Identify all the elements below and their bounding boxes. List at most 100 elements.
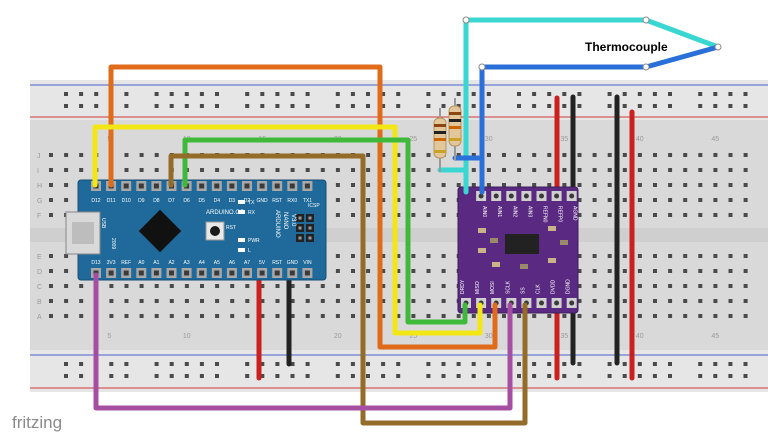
- rail-hole: [350, 362, 355, 366]
- pin-label: 3V3: [107, 260, 116, 266]
- pin-label: AGND: [572, 206, 578, 221]
- breadboard-hole: [683, 284, 688, 288]
- breadboard-hole: [396, 213, 401, 217]
- breadboard-hole: [184, 299, 189, 303]
- rail-hole: [441, 362, 446, 366]
- pin-hole: [123, 183, 129, 189]
- breadboard-hole: [230, 168, 235, 172]
- rail-hole: [547, 104, 552, 108]
- rail-hole: [199, 374, 204, 378]
- icsp-pin-core: [298, 236, 302, 240]
- breadboard-hole: [502, 168, 506, 172]
- breadboard-hole: [320, 314, 325, 318]
- breadboard-hole: [441, 198, 446, 202]
- breadboard-hole: [305, 299, 310, 303]
- icsp-pin-core: [298, 226, 302, 230]
- pin-hole: [478, 193, 484, 199]
- rail-hole: [668, 92, 672, 96]
- breadboard-hole: [517, 183, 522, 187]
- breadboard-hole: [245, 168, 250, 172]
- pin-label: A6: [229, 260, 235, 266]
- breadboard-hole: [49, 153, 53, 157]
- rail-hole: [64, 92, 68, 96]
- breadboard-hole: [351, 314, 355, 318]
- rail-hole: [305, 92, 310, 96]
- breadboard-hole: [64, 269, 69, 273]
- rail-hole: [335, 104, 340, 108]
- rail-hole: [290, 104, 295, 108]
- rail-hole: [622, 362, 627, 366]
- breadboard-hole: [607, 269, 612, 273]
- breadboard-hole: [713, 254, 718, 258]
- rail-hole: [652, 374, 657, 378]
- breadboard-hole: [683, 254, 688, 258]
- breadboard-hole: [441, 213, 446, 217]
- pin-label: DRDY: [460, 279, 466, 294]
- wire-purple-d13: [93, 272, 513, 411]
- breadboard-hole: [683, 213, 688, 217]
- breadboard-hole: [698, 183, 703, 187]
- breadboard-hole: [607, 168, 612, 172]
- breadboard-hole: [713, 269, 718, 273]
- rail-hole: [713, 374, 718, 378]
- breadboard-hole: [486, 168, 491, 172]
- icsp-pin-core: [298, 216, 302, 220]
- breadboard-hole: [290, 299, 295, 303]
- row-letter: G: [37, 198, 42, 205]
- rail-hole: [350, 104, 355, 108]
- row-letter: B: [37, 299, 42, 306]
- breadboard-hole: [653, 198, 657, 202]
- breadboard-hole: [743, 198, 748, 202]
- pin-label: AIN1: [496, 206, 502, 217]
- rail-hole: [426, 374, 431, 378]
- pin-label: D4: [214, 198, 221, 204]
- breadboard-hole: [79, 299, 84, 303]
- breadboard-hole: [562, 153, 567, 157]
- breadboard-hole: [64, 314, 69, 318]
- pin-label: TX1: [303, 198, 312, 204]
- breadboard-hole: [305, 314, 310, 318]
- breadboard-hole: [215, 299, 220, 303]
- breadboard-hole: [728, 198, 733, 202]
- rail-hole: [305, 362, 310, 366]
- rail-hole: [366, 374, 370, 378]
- rail-hole: [184, 362, 189, 366]
- breadboard-hole: [366, 183, 371, 187]
- breadboard-hole: [683, 153, 688, 157]
- rail-hole: [275, 104, 280, 108]
- breadboard-hole: [728, 269, 733, 273]
- breadboard-hole: [441, 314, 446, 318]
- breadboard-hole: [109, 299, 114, 303]
- rail-hole: [486, 374, 491, 378]
- pin-hole: [493, 193, 499, 199]
- breadboard-hole: [64, 198, 69, 202]
- breadboard-hole: [743, 183, 748, 187]
- rail-hole: [335, 362, 340, 366]
- breadboard-hole: [653, 269, 657, 273]
- breadboard-hole: [592, 299, 597, 303]
- breadboard-hole: [728, 254, 733, 258]
- breadboard-hole: [592, 269, 597, 273]
- rail-hole: [79, 374, 84, 378]
- rail-hole: [637, 104, 642, 108]
- breadboard-hole: [637, 269, 642, 273]
- rail-hole: [637, 92, 642, 96]
- pin-hole: [229, 183, 235, 189]
- breadboard-hole: [351, 284, 355, 288]
- breadboard-hole: [668, 213, 673, 217]
- rail-hole: [169, 92, 174, 96]
- rail-hole: [109, 374, 114, 378]
- rail-hole: [532, 104, 537, 108]
- breadboard-hole: [230, 284, 235, 288]
- microcontroller-chip: [138, 209, 182, 253]
- rail-hole: [215, 104, 219, 108]
- wire-endpoint: [714, 43, 722, 51]
- led-l: [238, 248, 245, 252]
- pin-label: D10: [122, 198, 131, 204]
- breadboard-hole: [275, 314, 280, 318]
- breadboard-hole: [668, 284, 673, 288]
- arduino-rst-label: RST: [226, 225, 236, 231]
- breadboard-hole: [49, 269, 53, 273]
- resistor-band: [434, 150, 446, 153]
